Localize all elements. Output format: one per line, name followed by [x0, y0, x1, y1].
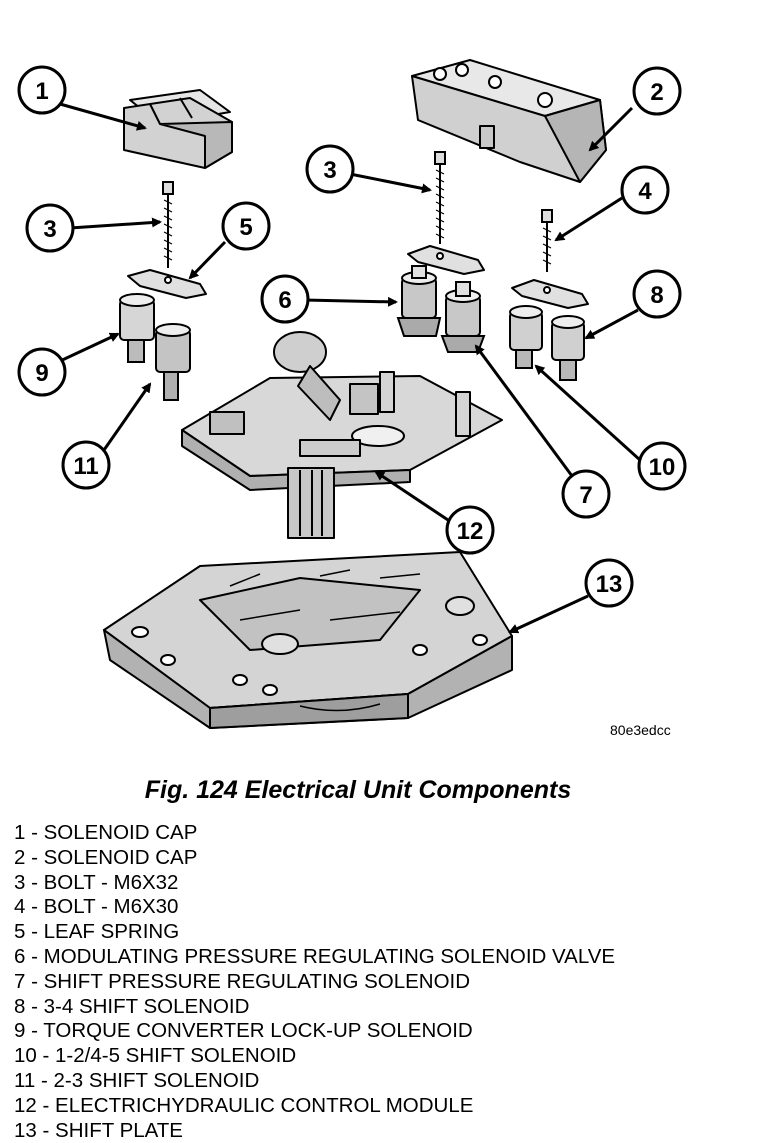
leaf-spring-left — [127, 269, 207, 299]
legend-item: 8 - 3-4 SHIFT SOLENOID — [14, 994, 250, 1018]
solenoid-9 — [119, 293, 155, 363]
callout-9: 9 — [17, 347, 67, 397]
legend-item: 5 - LEAF SPRING — [14, 920, 180, 944]
callout-11: 11 — [61, 440, 111, 490]
figure-code: 80e3edcc — [610, 722, 671, 738]
bolt-m6x32-center — [434, 151, 446, 244]
callout-5: 5 — [221, 201, 271, 251]
solenoid-6 — [396, 265, 442, 337]
legend-item: 6 - MODULATING PRESSURE REGULATING SOLEN… — [14, 944, 616, 968]
leaf-spring-right — [511, 279, 589, 309]
callout-7: 7 — [561, 469, 611, 519]
solenoid-10 — [509, 305, 543, 369]
legend-item: 9 - TORQUE CONVERTER LOCK-UP SOLENOID — [14, 1019, 473, 1043]
callout-1: 1 — [17, 65, 67, 115]
legend-item: 2 - SOLENOID CAP — [14, 845, 198, 869]
solenoid-cap-right — [411, 59, 607, 183]
callout-2: 2 — [632, 66, 682, 116]
callout-13: 13 — [584, 558, 634, 608]
svg-text:1: 1 — [35, 78, 48, 105]
legend-item: 4 - BOLT - M6X30 — [14, 895, 179, 919]
legend-item: 13 - SHIFT PLATE — [14, 1118, 183, 1142]
solenoid-11 — [155, 323, 191, 401]
svg-text:6: 6 — [278, 287, 291, 314]
legend-item: 11 - 2-3 SHIFT SOLENOID — [14, 1068, 260, 1092]
leaf-spring-center — [407, 245, 485, 275]
callout-4: 4 — [620, 165, 670, 215]
svg-text:12: 12 — [457, 518, 484, 545]
legend-item: 12 - ELECTRICHYDRAULIC CONTROL MODULE — [14, 1093, 474, 1117]
svg-text:13: 13 — [596, 571, 623, 598]
callout-3-center: 3 — [305, 144, 355, 194]
legend-item: 10 - 1-2/4-5 SHIFT SOLENOID — [14, 1044, 297, 1068]
parts-legend: 1 - SOLENOID CAP 2 - SOLENOID CAP 3 - BO… — [14, 821, 615, 1143]
svg-text:3: 3 — [43, 216, 56, 243]
exploded-view-diagram: 1 2 3 3 4 5 6 7 8 9 10 11 — [17, 59, 687, 729]
callout-12: 12 — [445, 505, 495, 555]
callout-3-left: 3 — [25, 203, 75, 253]
shift-plate — [103, 551, 513, 729]
callout-10: 10 — [637, 441, 687, 491]
solenoid-cap-left — [123, 89, 233, 169]
callout-8: 8 — [632, 269, 682, 319]
leader-arrows — [57, 102, 642, 634]
svg-text:7: 7 — [579, 482, 592, 509]
figure-caption: Fig. 124 Electrical Unit Components — [144, 776, 572, 804]
solenoid-7 — [440, 281, 486, 353]
svg-text:11: 11 — [73, 453, 98, 480]
callout-6: 6 — [260, 274, 310, 324]
legend-item: 7 - SHIFT PRESSURE REGULATING SOLENOID — [14, 969, 471, 993]
bolt-m6x32-left — [162, 181, 174, 268]
svg-text:4: 4 — [638, 178, 652, 205]
legend-item: 3 - BOLT - M6X32 — [14, 870, 179, 894]
svg-text:3: 3 — [323, 157, 336, 184]
solenoid-8 — [551, 315, 585, 381]
svg-text:8: 8 — [650, 282, 663, 309]
bolt-m6x30 — [541, 209, 553, 272]
svg-text:5: 5 — [239, 214, 252, 241]
svg-text:2: 2 — [650, 79, 663, 106]
svg-text:9: 9 — [35, 360, 48, 387]
legend-item: 1 - SOLENOID CAP — [14, 821, 198, 844]
svg-text:10: 10 — [649, 454, 676, 481]
electrohydraulic-control-module — [181, 331, 503, 539]
